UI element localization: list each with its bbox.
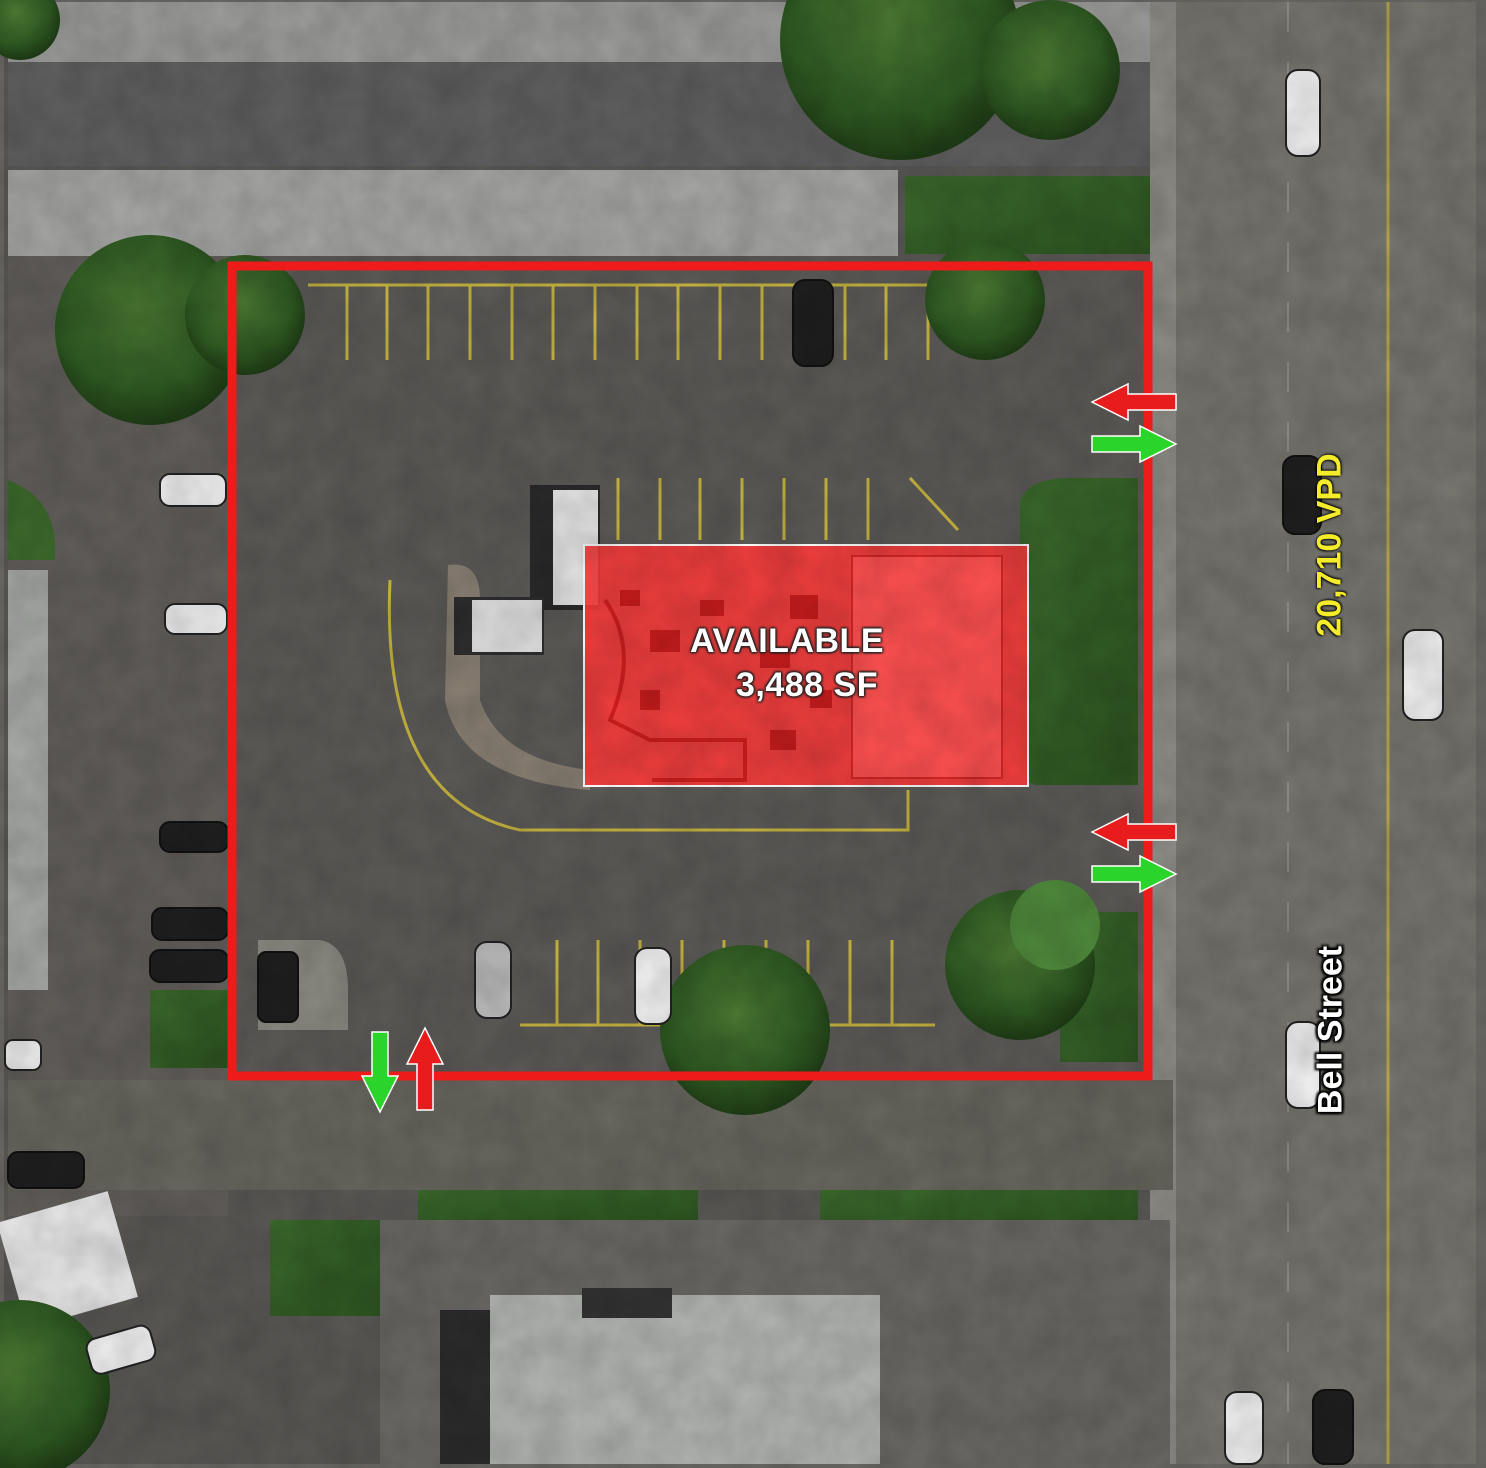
exit-arrow-icon <box>405 1026 445 1111</box>
entry-arrow-icon <box>1091 424 1178 464</box>
street-name-label: Bell Street <box>1311 945 1350 1115</box>
entry-arrow-icon <box>360 1031 400 1114</box>
exit-arrow-icon <box>1090 382 1177 422</box>
site-boundary <box>227 261 1153 1081</box>
entry-arrow-icon <box>1091 854 1178 894</box>
exit-arrow-icon <box>1090 812 1177 852</box>
traffic-count-label: 20,710 VPD <box>1310 453 1349 637</box>
